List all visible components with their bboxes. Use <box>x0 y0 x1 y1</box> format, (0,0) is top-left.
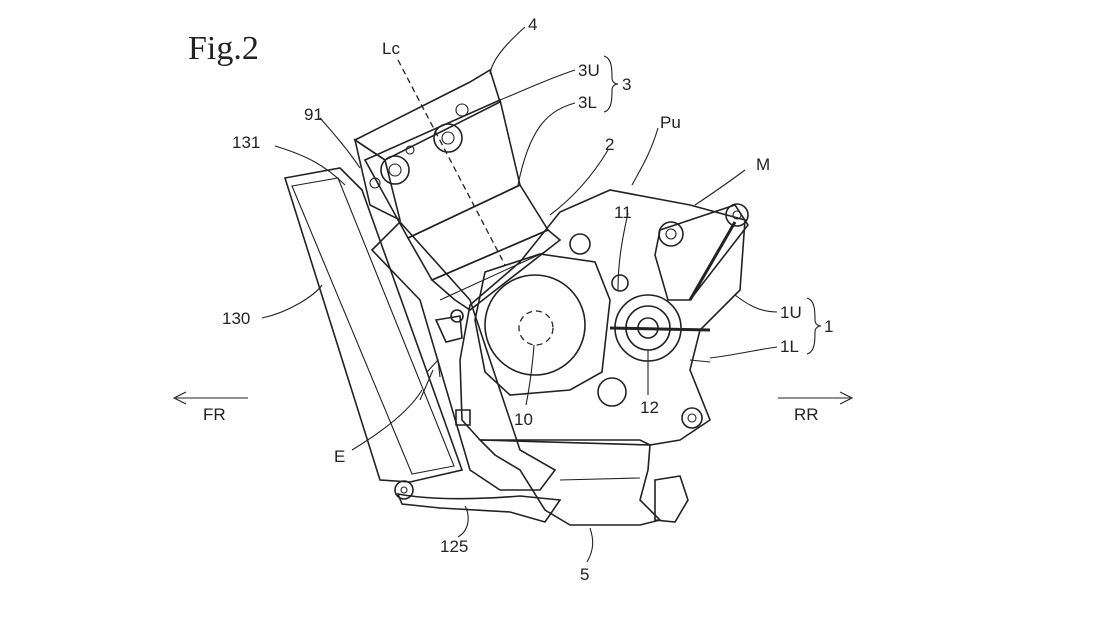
label-3l: 3L <box>578 93 597 112</box>
label-m: M <box>756 155 770 174</box>
brace-1 <box>806 297 822 355</box>
label-12: 12 <box>640 398 659 417</box>
radiator <box>283 167 464 483</box>
crankcase <box>459 189 746 446</box>
cylinder-block <box>430 229 562 311</box>
direction-arrows <box>172 391 854 405</box>
label-1: 1 <box>824 317 833 336</box>
oil-pan <box>478 439 689 526</box>
label-e: E <box>334 447 345 466</box>
label-3: 3 <box>622 75 631 94</box>
label-2: 2 <box>605 135 614 154</box>
cylinder-head-cover <box>353 68 501 222</box>
label-91: 91 <box>304 105 323 124</box>
label-1u: 1U <box>780 303 802 322</box>
label-130: 130 <box>222 309 250 328</box>
direction-rear: RR <box>794 405 819 424</box>
leader-lines <box>261 26 778 563</box>
label-4: 4 <box>528 15 537 34</box>
brace-3 <box>603 55 619 113</box>
direction-front: FR <box>203 405 226 424</box>
label-lc: Lc <box>382 39 400 58</box>
label-131: 131 <box>232 133 260 152</box>
exhaust-pipe <box>370 220 562 523</box>
label-3u: 3U <box>578 61 600 80</box>
cylinder-head <box>363 98 550 282</box>
label-11: 11 <box>614 203 632 222</box>
crank-cover <box>474 253 611 396</box>
front-fittings <box>434 309 471 426</box>
label-1l: 1L <box>780 337 799 356</box>
figure-title: Fig.2 <box>188 30 259 67</box>
label-pu: Pu <box>660 113 681 132</box>
label-5: 5 <box>580 565 589 584</box>
crankcase-bosses <box>569 233 703 429</box>
arrow-e <box>419 358 441 401</box>
label-125: 125 <box>440 537 468 556</box>
label-10: 10 <box>514 410 533 429</box>
mount-bracket <box>654 203 749 301</box>
cylinder-axis <box>397 59 506 266</box>
